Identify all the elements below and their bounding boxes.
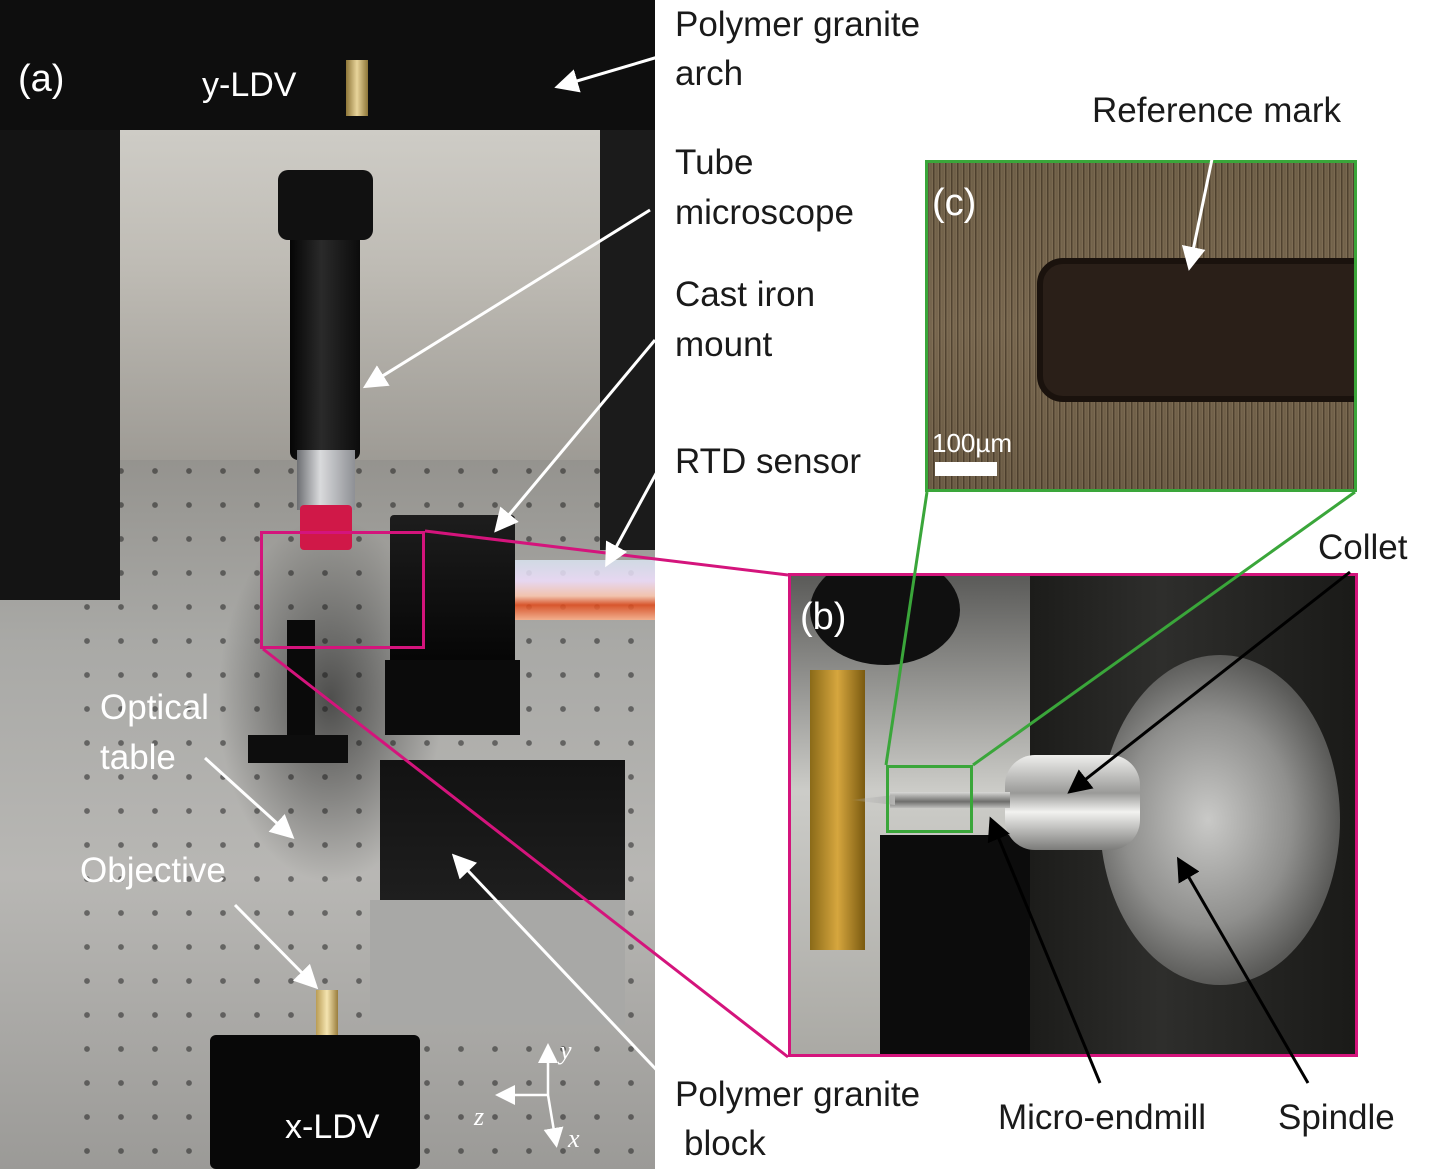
objective-label: Objective <box>80 851 226 890</box>
axis-x-label: x <box>568 1124 580 1153</box>
zoom-connector-left <box>884 491 929 766</box>
panel-c-label: (c) <box>932 182 977 224</box>
reference-mark-label: Reference mark <box>1092 91 1341 130</box>
zoom-connector-right <box>972 490 1356 767</box>
panel-b-label: (b) <box>800 596 847 638</box>
arch-right-leg <box>600 130 655 550</box>
arrow-micro-endmill <box>987 816 1102 1084</box>
arrow-tube <box>362 208 651 389</box>
scale-bar <box>935 462 997 476</box>
arch-label-line1: Polymer granite <box>675 5 921 44</box>
granite-arch-shape <box>0 0 655 130</box>
cast-label-line2: mount <box>675 325 773 364</box>
spindle-zoom-photo <box>790 575 1356 1055</box>
panel-b-frame <box>788 573 1358 1057</box>
arrow-objective <box>233 903 319 990</box>
endmill-shank-shape <box>890 792 1010 808</box>
objective-blur <box>810 575 960 665</box>
zoom-source-box-b <box>260 531 425 649</box>
x-ldv-label: x-LDV <box>285 1108 380 1146</box>
x-ldv-body-shape <box>210 1035 420 1169</box>
spindle-label: Spindle <box>1278 1098 1395 1137</box>
mount-base-shape <box>385 660 520 735</box>
axis-y-label: y <box>560 1036 572 1065</box>
arrow-granite-block <box>451 853 670 1084</box>
arrow-reference-mark <box>1181 134 1219 271</box>
zoom-connector-top <box>424 529 789 577</box>
collet-label: Collet <box>1318 528 1408 567</box>
zoom-source-box-c <box>886 765 973 833</box>
panel-a-label: (a) <box>18 58 65 100</box>
objective-lens-shape <box>297 450 355 510</box>
arch-left-leg <box>0 130 120 600</box>
reference-mark-groove <box>1037 258 1355 402</box>
zoom-connector-bottom <box>262 647 789 1059</box>
bracket-blur <box>810 670 865 950</box>
scale-bar-label: 100µm <box>932 428 1013 458</box>
arch-opening <box>120 130 640 460</box>
rtd-label: RTD sensor <box>675 442 862 481</box>
micro-endmill-label: Micro-endmill <box>998 1098 1207 1137</box>
arrow-cast-mount <box>494 339 657 533</box>
rtd-hoses-shape <box>510 560 655 620</box>
y-ldv-label: y-LDV <box>202 66 297 104</box>
arrow-optical-table <box>203 756 295 840</box>
optical-label-line1: Optical <box>100 688 209 727</box>
axis-z-label: z <box>474 1102 485 1131</box>
arrow-rtd <box>605 469 660 568</box>
block-label-line2: block <box>684 1124 766 1163</box>
setup-photo <box>0 0 655 1169</box>
y-ldv-head-shape <box>346 60 368 116</box>
arrow-spindle <box>1176 856 1310 1084</box>
arrow-collet <box>1067 570 1351 794</box>
tube-label-line2: microscope <box>675 193 854 232</box>
arch-label-line2: arch <box>675 54 744 93</box>
block-label-line1: Polymer granite <box>675 1075 921 1114</box>
post-base-shape <box>248 735 348 763</box>
axis-x-arrow <box>543 1094 564 1148</box>
arrow-arch <box>554 55 659 93</box>
granite-block-front <box>370 900 625 1025</box>
reference-mark-micrograph <box>927 162 1355 490</box>
cast-label-line1: Cast iron <box>675 275 816 314</box>
endmill-tip-shape <box>850 795 895 805</box>
tube-collar-shape <box>278 170 373 240</box>
panel-c-frame <box>925 160 1357 492</box>
optical-label-line2: table <box>100 738 176 777</box>
tube-label-line1: Tube <box>675 143 754 182</box>
objective-ring-shape <box>300 505 352 550</box>
granite-block-shape <box>380 760 625 900</box>
